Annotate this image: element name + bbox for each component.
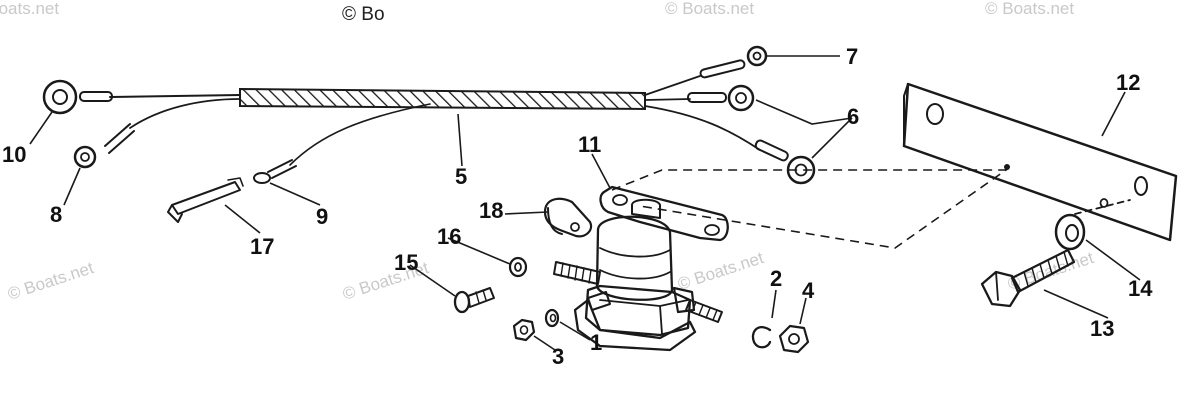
ring-terminal-10 bbox=[42, 79, 78, 115]
watermark-top-left: © Boats.net bbox=[0, 0, 59, 18]
callout-7: 7 bbox=[846, 44, 858, 69]
callout-9: 9 bbox=[316, 204, 328, 229]
callouts: 1 2 3 4 5 6 7 8 9 10 11 12 13 14 15 16 1… bbox=[2, 44, 1153, 369]
callout-14: 14 bbox=[1128, 276, 1153, 301]
harness-sleeve bbox=[239, 87, 646, 111]
callout-5: 5 bbox=[455, 164, 467, 189]
callout-11: 11 bbox=[578, 132, 601, 157]
washer-14 bbox=[1054, 199, 1131, 251]
callout-3: 3 bbox=[552, 344, 564, 369]
callout-6: 6 bbox=[847, 104, 859, 129]
screw-15 bbox=[453, 287, 495, 314]
callout-13: 13 bbox=[1090, 316, 1114, 341]
solenoid-11 bbox=[553, 185, 729, 352]
install-leader-line bbox=[611, 169, 1009, 249]
lockwasher-1 bbox=[544, 308, 560, 328]
callout-10: 10 bbox=[2, 142, 26, 167]
callout-1: 1 bbox=[590, 330, 602, 355]
ring-terminal-6b bbox=[786, 155, 816, 185]
callout-8: 8 bbox=[50, 202, 62, 227]
terminal-sleeve-10 bbox=[79, 91, 113, 102]
ring-terminal-6a bbox=[727, 84, 755, 112]
watermark-mid-right: © Boats.net bbox=[675, 248, 766, 294]
nut-3 bbox=[512, 318, 536, 342]
callout-12: 12 bbox=[1116, 70, 1140, 95]
nut-4 bbox=[778, 324, 810, 354]
terminal-sleeve-7 bbox=[699, 59, 746, 79]
callout-2: 2 bbox=[770, 266, 782, 291]
lockwasher-16 bbox=[508, 256, 528, 278]
callout-4: 4 bbox=[802, 278, 815, 303]
ring-terminal-7 bbox=[746, 45, 768, 67]
bolt-13 bbox=[980, 248, 1076, 308]
terminal-sleeve-6b bbox=[754, 139, 789, 162]
leader-lines bbox=[29, 55, 1141, 351]
watermark-top-right-a: © Boats.net bbox=[665, 0, 754, 18]
ring-terminal-8 bbox=[73, 145, 97, 169]
mounting-plate-12 bbox=[902, 82, 1178, 242]
clamp-18 bbox=[543, 197, 593, 238]
terminal-sleeve-6a bbox=[687, 92, 727, 103]
watermark-mid-left: © Boats.net bbox=[5, 258, 96, 304]
callout-17: 17 bbox=[250, 234, 274, 259]
bullet-terminal-9 bbox=[253, 172, 271, 184]
split-washer-2 bbox=[751, 325, 772, 349]
watermark-top-fragment: © Bo bbox=[342, 4, 385, 25]
callout-18: 18 bbox=[479, 198, 503, 223]
connector-17 bbox=[167, 177, 244, 223]
watermark-top-right-b: © Boats.net bbox=[985, 0, 1074, 18]
callout-16: 16 bbox=[437, 224, 461, 249]
watermarks: © Boats.net © Bo © Boats.net © Boats.net… bbox=[0, 0, 1096, 304]
wire-harness bbox=[42, 45, 816, 185]
callout-15: 15 bbox=[394, 250, 418, 275]
